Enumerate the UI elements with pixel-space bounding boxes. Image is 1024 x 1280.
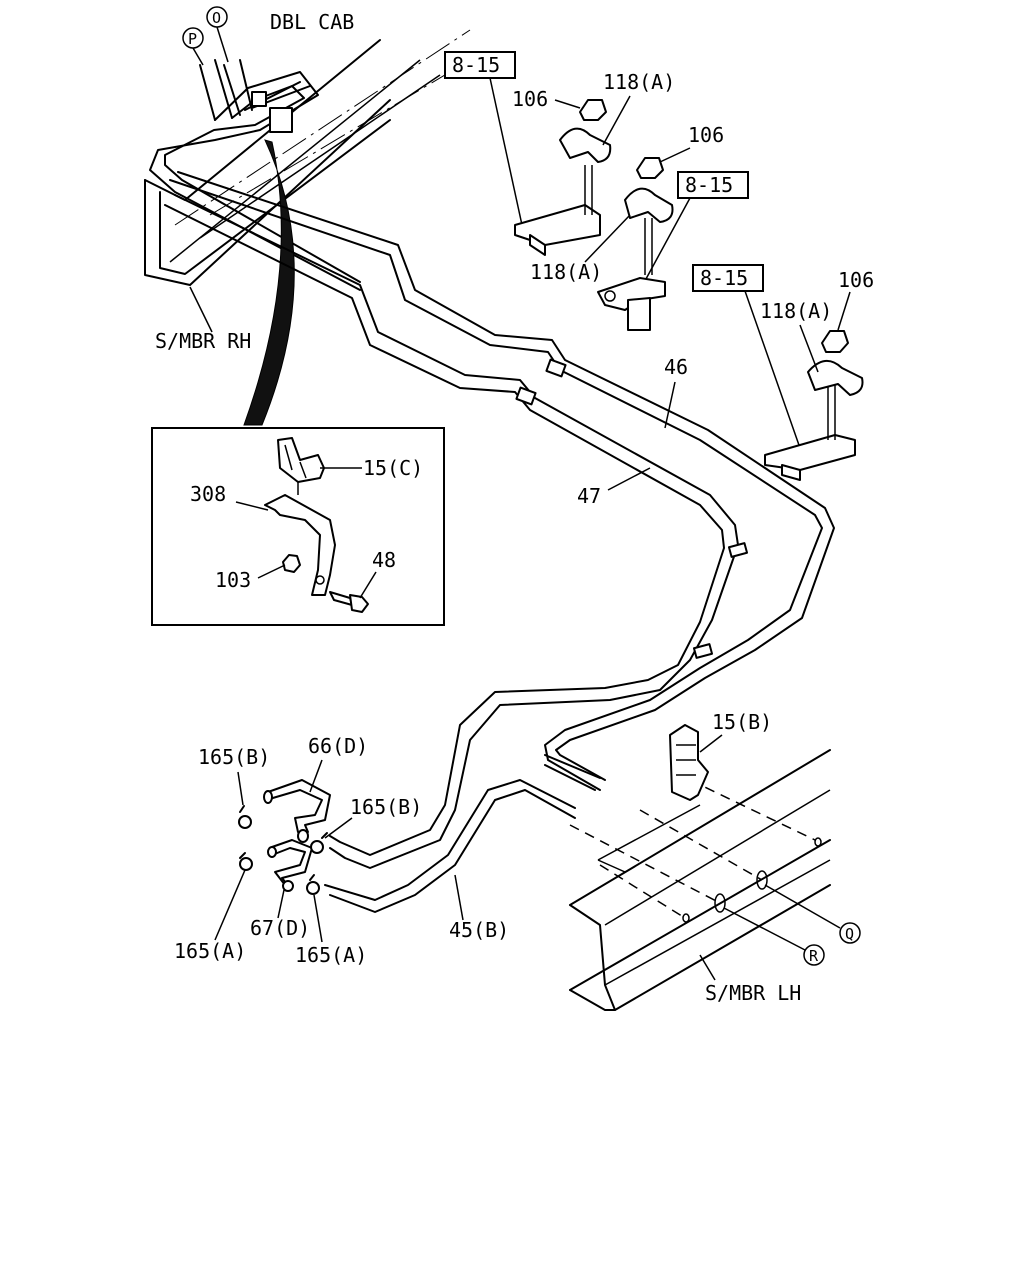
pipe-46	[169, 171, 835, 791]
upper-pipe-routing	[149, 59, 361, 291]
pipe-45b	[324, 754, 601, 913]
label-67d: 67(D)	[250, 916, 310, 940]
label-47: 47	[577, 484, 601, 508]
label-15c: 15(C)	[363, 456, 423, 480]
pipe-joints	[515, 358, 749, 659]
clamp-118a-1	[559, 127, 612, 163]
hose-66d	[263, 779, 331, 843]
label-106-a: 106	[512, 87, 548, 111]
label-165a-b: 165(A)	[295, 943, 367, 967]
label-118a-a: 118(A)	[603, 70, 675, 94]
side-member-lh	[569, 749, 831, 1011]
nut-106-3	[821, 330, 849, 353]
callout-o-label: O	[212, 9, 221, 27]
detail-box	[151, 427, 445, 626]
label-106-b: 106	[688, 123, 724, 147]
label-118a-b: 118(A)	[530, 260, 602, 284]
callout-p-label: P	[188, 30, 197, 48]
detail-pointer	[243, 139, 295, 426]
label-308: 308	[190, 482, 226, 506]
label-165b-a: 165(B)	[198, 745, 270, 769]
frame-hole-r	[714, 893, 726, 913]
clip-15b	[669, 724, 709, 801]
label-165b-b: 165(B)	[350, 795, 422, 819]
nut-106-2	[636, 157, 664, 179]
bracket-assembly-3: 8-15	[692, 264, 864, 481]
label-45b: 45(B)	[449, 918, 509, 942]
ref-8-15-a: 8-15	[452, 53, 500, 77]
pipe-47	[164, 194, 739, 869]
nut-103	[282, 554, 301, 573]
bracket-308	[264, 494, 336, 596]
callout-r-label: R	[809, 947, 819, 965]
bracket-assembly-1: 8-15	[444, 51, 612, 256]
hose-clamps	[238, 805, 328, 895]
pipe-clip	[269, 107, 293, 133]
hose-67d	[267, 839, 313, 892]
label-118a-c: 118(A)	[760, 299, 832, 323]
sm-rh-label: S/MBR RH	[155, 329, 251, 353]
callout-o: O	[206, 6, 229, 63]
callout-r: R	[723, 907, 825, 966]
label-165a-a: 165(A)	[174, 939, 246, 963]
side-member-rh	[144, 29, 471, 286]
label-48: 48	[372, 548, 396, 572]
label-15b: 15(B)	[712, 710, 772, 734]
label-66d: 66(D)	[308, 734, 368, 758]
ref-8-15-c: 8-15	[700, 266, 748, 290]
callout-q: Q	[764, 884, 861, 944]
bracket-plate-3	[764, 434, 856, 471]
sm-lh-label: S/MBR LH	[705, 981, 801, 1005]
clip-15c	[277, 437, 325, 495]
label-46: 46	[664, 355, 688, 379]
label-106-c: 106	[838, 268, 874, 292]
label-103: 103	[215, 568, 251, 592]
callout-q-label: Q	[845, 925, 854, 943]
callout-p: P	[182, 27, 204, 66]
frame-hole-q	[756, 870, 768, 890]
bracket-plate-2	[597, 277, 666, 311]
bracket-assembly-2: 8-15	[597, 157, 749, 331]
ref-8-15-b: 8-15	[685, 173, 733, 197]
bolt-48	[329, 591, 369, 613]
bracket-plate-1	[514, 204, 601, 246]
clamp-118a-3	[807, 360, 864, 396]
nut-106-1	[579, 99, 607, 121]
clamp-118a-2	[624, 187, 674, 223]
dbl-cab-label: DBL CAB	[270, 10, 354, 34]
install-lines	[569, 779, 816, 919]
